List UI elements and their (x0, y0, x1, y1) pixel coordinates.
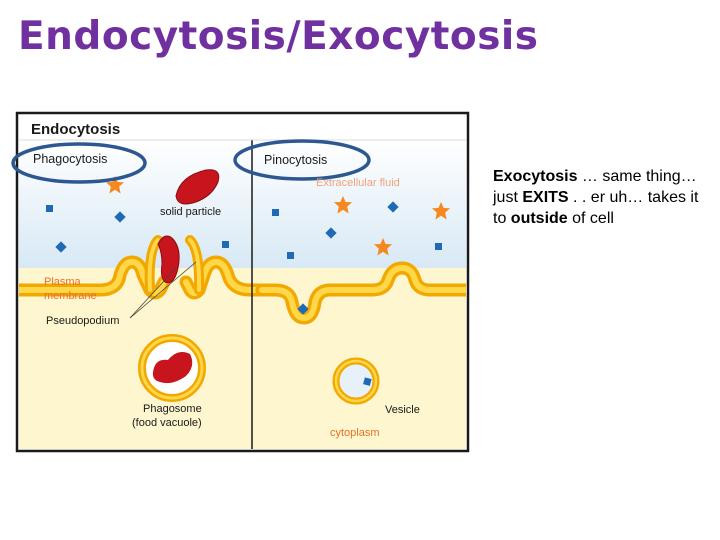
plasma-membrane-label-1: Plasma (44, 276, 82, 288)
solid-particle (175, 169, 220, 205)
cytoplasm-label: cytoplasm (330, 427, 380, 439)
phagosome-label-2: (food vacuole) (132, 417, 202, 429)
phagocytosis-label: Phagocytosis (33, 152, 107, 166)
description-part-2: . . er uh… takes it to (493, 189, 699, 227)
exocytosis-description: Exocytosis … same thing…just EXITS . . e… (493, 166, 708, 229)
phagosome-label-1: Phagosome (143, 403, 202, 415)
solid-particle-label: solid particle (160, 206, 221, 218)
description-part-1: … same thing…just (493, 168, 697, 206)
cytoplasm-region (19, 268, 466, 449)
exits-term: EXITS (522, 189, 569, 206)
outside-term: outside (510, 210, 568, 227)
vesicle-label: Vesicle (385, 404, 420, 416)
diagram-title: Endocytosis (31, 121, 120, 138)
exocytosis-term: Exocytosis (493, 168, 578, 185)
pinocytosis-highlight (233, 139, 371, 181)
pinocytosis-label: Pinocytosis (264, 153, 327, 167)
description-part-3: of cell (567, 210, 614, 227)
extracellular-fluid-label: Extracellular fluid (316, 177, 400, 189)
phagocytosis-highlight (11, 142, 147, 184)
pseudopodium-label: Pseudopodium (46, 315, 119, 327)
plasma-membrane-label-2: membrane (44, 290, 97, 302)
engulfed-particle (157, 235, 180, 284)
slide-title: Endocytosis/Exocytosis (18, 14, 539, 59)
